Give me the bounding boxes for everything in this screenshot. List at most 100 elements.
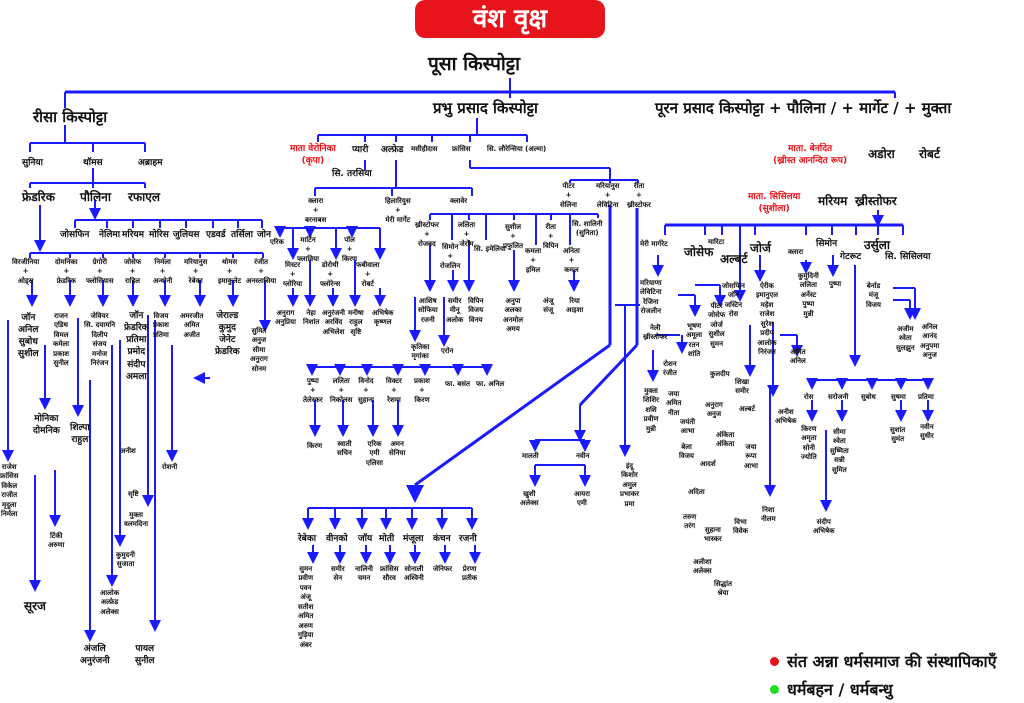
person-label: सोनाली अश्विनी: [404, 565, 424, 583]
person-label: मोरिस: [149, 230, 169, 240]
person-label: जॉन फ्रेडरिक प्रतिमा प्रमोद संदीप अमला: [124, 311, 149, 382]
person-label: अल्बर्ट: [739, 405, 756, 413]
person-label: सुषमा: [891, 393, 906, 401]
person-label: एडवर्ड: [206, 230, 226, 240]
person-label: प्रभु प्रसाद किस्पोट्टा: [433, 99, 538, 117]
person-label: फ्रांसिस: [452, 145, 471, 153]
person-label: अभिषेक कृष्णल: [372, 309, 394, 327]
person-label: मरियम: [818, 194, 848, 208]
person-label: सिद्धांत श्रेया: [714, 580, 732, 598]
person-label: खुशी अलेक्स: [520, 490, 539, 508]
person-label: इंदू किशोर अमुल प्रभाकर प्रमा: [620, 462, 639, 508]
person-label: नवीन: [576, 452, 590, 460]
person-label: मरियानुस + लेविटिना: [596, 182, 620, 209]
person-label: प्रतिमा: [918, 393, 934, 401]
person-label: कृतिका मृगांका: [411, 343, 430, 361]
person-label: सुमित अनुज सीमा अनुराग सोनम: [250, 327, 268, 373]
person-label: ललिता + निकोलस: [330, 377, 353, 404]
person-label: सुशांत सुमंत: [890, 426, 906, 444]
person-label: रीता + विपिन: [543, 223, 559, 250]
red-dot-icon: [770, 656, 779, 666]
person-label: मारिटा: [708, 238, 725, 246]
person-label: आशिष सोफिया रजनी: [418, 297, 438, 324]
person-label: सि. लौरेन्सिया (अल्मा): [487, 145, 547, 153]
person-label: मरियानुस + रेबेका: [184, 258, 208, 285]
person-label: अंजलि अनुरंजनी: [80, 644, 110, 667]
person-label: आयरा एमी: [574, 490, 590, 508]
person-label: फबीवाला + रोबर्ट: [356, 261, 380, 288]
person-label: अनुरंजनी अरविंद अभिलेश: [322, 309, 345, 336]
person-label: अमरजीत अमित अजीत: [180, 312, 204, 339]
person-label: सि. तरसिया: [332, 169, 372, 179]
person-label: सुबोध: [861, 393, 876, 401]
person-label: एरिक एमी एलिसा: [366, 440, 383, 467]
person-label: जुलियस: [173, 230, 200, 240]
person-label: अनुपा अलका अनमोल अमय: [503, 297, 523, 334]
person-label: ख्रीस्तोफर: [855, 194, 897, 208]
person-label: बेला विजय: [679, 443, 694, 461]
person-label: जेवियर सि. दयामनि दिलीप संजय मनोज निरंजन: [84, 312, 116, 368]
person-label: सिमोन: [816, 239, 838, 249]
connector-line: [414, 343, 611, 487]
legend-item-founders: संत अन्ना धर्मसमाज की संस्थापिकाएँ: [770, 650, 997, 672]
person-label: मसीहीदास: [411, 145, 438, 153]
person-label: अजीम श्वेता सुलझुन: [896, 325, 915, 352]
person-label: एरोन: [441, 347, 454, 355]
person-label: रीता + ख्रीस्टोफर: [627, 182, 651, 209]
person-label: थॉमस: [83, 158, 103, 168]
person-label: समीर सेन: [331, 565, 345, 583]
person-label: जोसेफ: [684, 245, 714, 259]
person-label: नेली ख्रीस्तोफर: [643, 324, 668, 342]
person-label: अनिल आनंद अनुपमा अनुज: [920, 323, 940, 360]
person-label: फा. बसंत: [445, 380, 471, 388]
connector-line: [578, 343, 639, 407]
person-label: रजनी: [459, 534, 477, 544]
person-label: अनीश अभिषेक: [775, 408, 797, 426]
person-label: स्वाती सचिन: [337, 440, 352, 458]
person-label: क्लावेर: [450, 197, 468, 205]
person-label: ग्रेगोरी + फ्लोसियास: [86, 258, 114, 285]
person-label: रोबर्ट: [919, 147, 940, 161]
person-label: सि. सिसिलया: [885, 252, 931, 262]
person-label: पीटर जोसेफ जोर्ज सुशील सुमन: [708, 302, 726, 348]
person-label: विपिन विजय विनय: [468, 297, 484, 324]
person-label: किरण अमृता सोनी ज्योति: [801, 425, 817, 462]
person-label: रफाएल: [128, 190, 161, 204]
person-label: रिया आइशा: [566, 297, 584, 315]
person-label: जॉन अनिल सुबोध सुशील: [18, 313, 39, 360]
person-label: अनुराग अनुप्रिया: [275, 309, 296, 327]
person-label: अमन सेनिया: [389, 440, 406, 458]
person-label: मार्टिन + फ्लाविया: [297, 236, 319, 263]
person-label: किरण: [307, 442, 323, 450]
person-label: विजय प्रकाश प्रतिमा: [153, 312, 169, 339]
person-label: अलीशा अलेक्स: [693, 558, 712, 576]
person-label: मुक्ता वलमदिना: [124, 511, 149, 529]
person-label: पीटर + सेलिना: [560, 182, 577, 209]
person-label: जोसफिन जॉन जस्टिन रोस: [722, 282, 745, 319]
person-label: कंचन: [433, 534, 451, 544]
legend-label: संत अन्ना धर्मसमाज की संस्थापिकाएँ: [787, 652, 997, 671]
person-label: डोरोथी + फ्लोरेन्स: [320, 261, 341, 288]
person-label: क्लारा + बरनाबस: [305, 197, 327, 224]
person-label: राजन एडिथ विमल कमेला प्रकाश सुनील: [53, 312, 70, 368]
person-label: कुलदीप: [710, 370, 730, 378]
person-label: अनीश: [120, 447, 136, 455]
person-label: तर्सिला: [231, 230, 253, 240]
person-label: विक्टर + रेशमा: [386, 377, 402, 404]
person-label: जोसफिन: [60, 230, 90, 240]
person-label: गेटरूट: [840, 252, 862, 262]
person-label: अमित अनिल: [790, 348, 806, 366]
person-label: थोमस + इमाकुलेट: [218, 258, 242, 285]
person-label: जोर्ज: [750, 241, 771, 255]
person-label: प्रेरणा प्रतीक: [462, 565, 478, 583]
person-label: कुमुदनी सुजाता: [116, 551, 135, 569]
person-label: अंकिता अंकिता: [716, 431, 735, 449]
person-label: जोन: [257, 230, 272, 240]
person-label: जेराल्ड कुमुद जेनेट फ्रेडरिक: [215, 311, 240, 358]
person-label: फ्रांसिस सौरव: [380, 565, 399, 583]
legend-item-religious: धर्मबहन / धर्मबन्धु: [770, 678, 893, 700]
person-label: पूरन प्रसाद किस्पोट्टा + पौलिना / + मार्…: [655, 99, 952, 117]
person-label: उर्सुला: [864, 238, 890, 252]
person-label: जया रूपा आभा: [744, 443, 758, 470]
person-label: संदीप अभिषेक: [813, 518, 835, 536]
